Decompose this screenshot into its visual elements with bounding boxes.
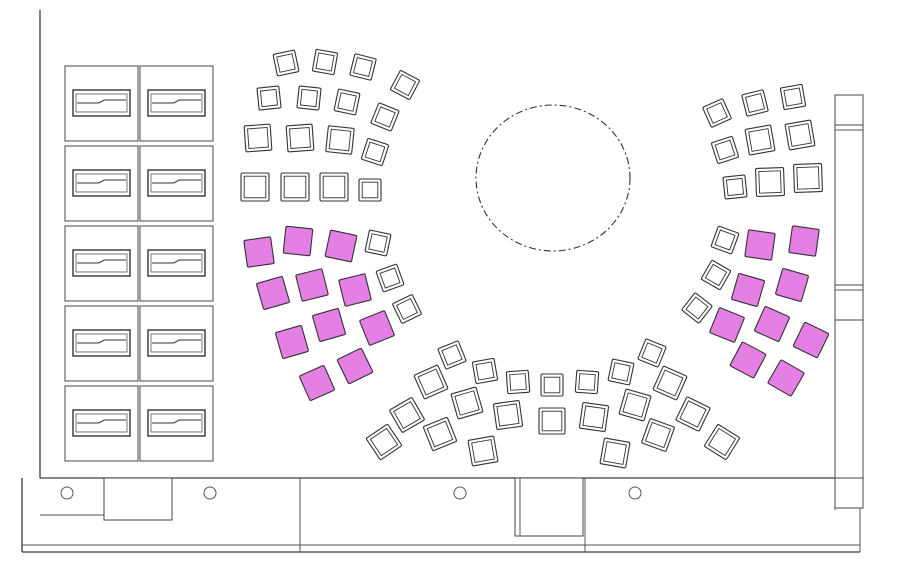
storage-panel xyxy=(139,385,214,462)
storage-panel xyxy=(64,305,139,382)
podium-box xyxy=(103,477,173,521)
seat[interactable] xyxy=(370,102,400,132)
doorway-box xyxy=(514,477,584,537)
seat[interactable] xyxy=(793,163,823,193)
seat[interactable] xyxy=(365,423,403,461)
seat[interactable] xyxy=(319,172,349,202)
storage-panel xyxy=(64,145,139,222)
seat[interactable] xyxy=(358,178,382,202)
seat-highlighted[interactable] xyxy=(731,273,765,307)
seat[interactable] xyxy=(702,98,732,128)
seat[interactable] xyxy=(779,83,807,111)
seat[interactable] xyxy=(505,369,531,395)
seat[interactable] xyxy=(641,418,675,452)
seat-highlighted[interactable] xyxy=(299,365,335,401)
seat-highlighted[interactable] xyxy=(275,325,309,359)
seat[interactable] xyxy=(467,435,499,467)
seat[interactable] xyxy=(675,396,711,432)
seat[interactable] xyxy=(618,388,652,422)
seat[interactable] xyxy=(437,340,467,370)
storage-panel xyxy=(139,65,214,142)
seat[interactable] xyxy=(492,399,524,431)
seat[interactable] xyxy=(710,135,740,165)
seat-highlighted[interactable] xyxy=(256,276,290,310)
seat[interactable] xyxy=(710,225,740,255)
left-panel-grid xyxy=(64,65,214,462)
seat[interactable] xyxy=(349,53,377,81)
seating-area xyxy=(240,48,830,469)
seat-highlighted[interactable] xyxy=(744,229,776,261)
seat-highlighted[interactable] xyxy=(754,306,790,342)
seat[interactable] xyxy=(681,292,713,324)
column-marker xyxy=(628,486,642,500)
column-marker xyxy=(60,486,74,500)
seat[interactable] xyxy=(722,174,748,200)
storage-panel xyxy=(139,145,214,222)
seat[interactable] xyxy=(450,386,484,420)
storage-panel xyxy=(64,225,139,302)
seat[interactable] xyxy=(422,416,458,452)
seat-highlighted[interactable] xyxy=(295,268,329,302)
seat-highlighted[interactable] xyxy=(312,308,346,342)
seat-highlighted[interactable] xyxy=(359,310,395,346)
seat-highlighted[interactable] xyxy=(729,341,767,379)
seat-highlighted[interactable] xyxy=(324,229,358,263)
seat-highlighted[interactable] xyxy=(792,321,830,359)
seat-highlighted[interactable] xyxy=(767,359,805,397)
seat[interactable] xyxy=(755,167,785,197)
storage-panel xyxy=(64,65,139,142)
seat[interactable] xyxy=(607,358,635,386)
seat[interactable] xyxy=(704,424,740,460)
seat[interactable] xyxy=(389,397,425,433)
seat[interactable] xyxy=(578,401,610,433)
seat[interactable] xyxy=(538,407,566,435)
seat[interactable] xyxy=(390,70,420,100)
seat[interactable] xyxy=(540,373,564,397)
seat[interactable] xyxy=(325,125,355,155)
seat[interactable] xyxy=(243,123,273,153)
seat[interactable] xyxy=(311,48,339,76)
seat-highlighted[interactable] xyxy=(709,307,745,343)
storage-panel xyxy=(64,385,139,462)
seat-highlighted[interactable] xyxy=(336,347,374,385)
seat-highlighted[interactable] xyxy=(788,225,820,257)
column-marker xyxy=(453,486,467,500)
seat[interactable] xyxy=(364,229,392,257)
seat[interactable] xyxy=(272,49,300,77)
seat[interactable] xyxy=(240,172,270,202)
seat[interactable] xyxy=(652,365,688,401)
central-floor-ellipse xyxy=(475,104,631,252)
seat[interactable] xyxy=(256,85,282,111)
seat[interactable] xyxy=(744,124,776,156)
seat-highlighted[interactable] xyxy=(775,268,809,302)
seat[interactable] xyxy=(413,364,449,400)
seat-highlighted[interactable] xyxy=(243,236,275,268)
seat[interactable] xyxy=(375,263,405,293)
seat[interactable] xyxy=(599,437,631,469)
seat[interactable] xyxy=(360,137,390,167)
seat[interactable] xyxy=(471,357,499,385)
seat[interactable] xyxy=(333,88,361,116)
seat[interactable] xyxy=(784,119,816,151)
seat-highlighted[interactable] xyxy=(282,225,314,257)
storage-panel xyxy=(139,225,214,302)
seat-highlighted[interactable] xyxy=(338,273,372,307)
storage-panel xyxy=(139,305,214,382)
seat[interactable] xyxy=(637,338,667,368)
column-marker xyxy=(203,486,217,500)
seat[interactable] xyxy=(741,89,769,117)
seat[interactable] xyxy=(296,85,322,111)
seat[interactable] xyxy=(285,123,315,153)
right-wall-structure xyxy=(834,94,864,552)
seat[interactable] xyxy=(392,294,422,324)
seat[interactable] xyxy=(574,369,600,395)
seat[interactable] xyxy=(700,259,732,291)
bottom-fixtures xyxy=(60,477,642,537)
seat[interactable] xyxy=(280,172,310,202)
